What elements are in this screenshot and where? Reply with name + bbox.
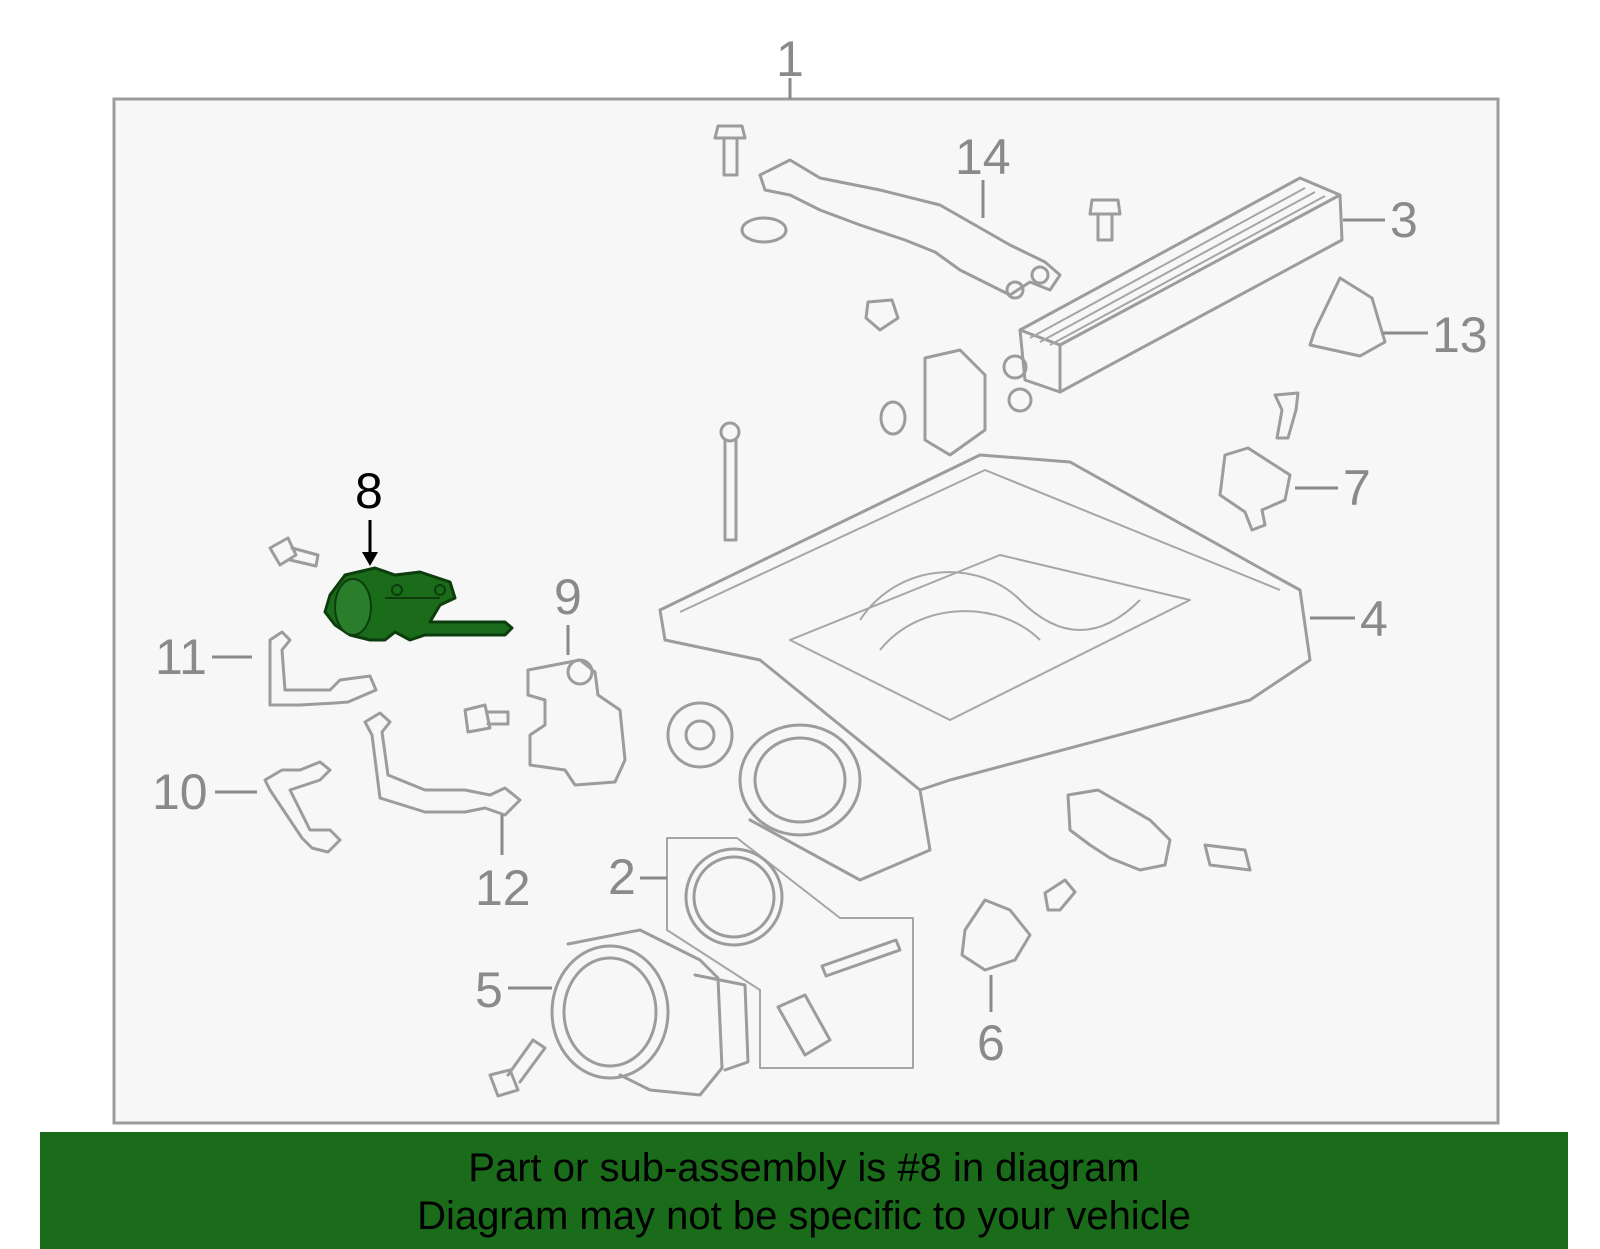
bolt-near-9[interactable] [463,703,510,734]
part-12-hose[interactable] [363,711,522,817]
callout-13-label: 13 [1432,307,1488,363]
callout-11-label: 11 [155,629,207,685]
bolt-near-8[interactable] [268,536,320,568]
footer-line-1: Part or sub-assembly is #8 in diagram [468,1146,1140,1190]
part-13-bracket[interactable] [1308,276,1387,358]
part-2-gasket-kit[interactable] [666,837,914,1069]
part-9-valve[interactable] [526,658,627,787]
callout-12-label: 12 [475,860,531,916]
bolt-top-left[interactable] [713,124,747,177]
callout-10-label: 10 [152,764,208,820]
callout-8-arrowhead [362,552,378,566]
assembly-frame [112,97,1500,1125]
callout-3-label: 3 [1390,192,1418,248]
footer-banner: Part or sub-assembly is #8 in diagram Di… [40,1132,1568,1249]
callout-9-label: 9 [554,569,582,625]
part-4-supercharger[interactable] [658,453,1312,882]
long-bolt[interactable] [719,421,741,542]
bolt-near-14[interactable] [1088,198,1122,242]
part-11-hose[interactable] [268,630,378,707]
callout-5-label: 5 [475,962,503,1018]
callout-1-label: 1 [776,31,804,87]
callout-14-label: 14 [955,129,1011,185]
inlet-seal[interactable] [879,348,987,457]
callout-7-label: 7 [1343,460,1371,516]
callout-6-label: 6 [977,1015,1005,1071]
nut-small[interactable] [864,298,900,332]
part-7-sensor[interactable] [1218,391,1300,532]
part-6-sensor[interactable] [960,878,1077,972]
callout-2-label: 2 [608,849,636,905]
bracket-near-6[interactable] [1066,788,1252,872]
bolt-near-5[interactable] [488,1038,547,1098]
part-10-hose[interactable] [263,760,342,854]
callout-8-label: 8 [355,463,383,519]
washer-ring[interactable] [740,216,788,244]
callout-4-label: 4 [1360,591,1388,647]
part-5-throttle-body[interactable] [550,928,750,1097]
part-8-actuator[interactable] [323,566,514,642]
footer-line-2: Diagram may not be specific to your vehi… [417,1194,1191,1238]
part-14-coolant-pipe[interactable] [758,158,1062,300]
part-3-intercooler[interactable] [1002,176,1344,413]
